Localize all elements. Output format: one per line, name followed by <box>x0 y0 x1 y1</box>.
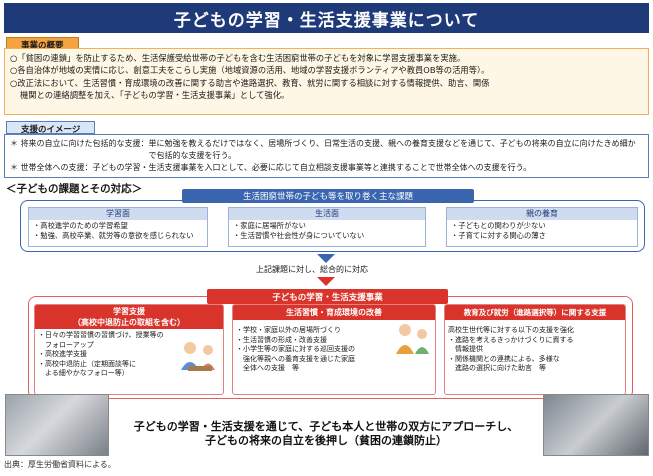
issues-heading: ＜子どもの課題とその対応＞ <box>6 183 143 195</box>
image-row-label: ＊ 世帯全体への支援： <box>10 163 93 172</box>
support-banner: 子どもの学習・生活支援事業 <box>207 289 448 304</box>
issue-item: ・生活習慣や社会性が身についていない <box>233 231 365 240</box>
overview-line: ○各自治体が地域の実情に応じ、創意工夫をこらし実施（地域資源の活用、地域の学習支… <box>10 65 490 76</box>
classroom-photo-left <box>5 394 109 456</box>
support-item: ・小学生等の家庭に対する巡回支援の <box>236 345 355 354</box>
support-item: フォローアップ <box>38 340 94 349</box>
issues-banner: 生活困窮世帯の子ども等を取り巻く主な課題 <box>182 189 474 203</box>
support-item: ・生活習慣の形成・改善支援 <box>236 335 327 344</box>
issue-column-head: 学習面 <box>29 208 207 220</box>
issue-item: ・高校進学のための学習希望 <box>33 221 128 230</box>
issue-item: ・勉強、高校卒業、就労等の意欲を感じられない <box>33 231 194 240</box>
support-item: 進路の選択に向けた助言 等 <box>448 364 546 373</box>
image-row-label: ＊ 将来の自立に向けた包括的な支援： <box>10 139 149 148</box>
study-illustration-icon <box>181 342 215 371</box>
overview-line: ○「貧困の連鎖」を防止するため、生活保護受給世帯の子どもを含む生活困窮世帯の子ど… <box>10 53 466 63</box>
arrow-down-icon <box>317 254 335 263</box>
issue-column-life: 生活面 ・家庭に居場所がない ・生活習慣や社会性が身についていない <box>228 207 426 247</box>
image-row: ＊ 世帯全体への支援： 子どもの学習・生活支援事業を入口として、必要に応じて自立… <box>10 162 643 174</box>
overview-box: ○「貧困の連鎖」を防止するため、生活保護受給世帯の子どもを含む生活困窮世帯の子ど… <box>4 48 649 115</box>
support-item: ・学校・家庭以外の居場所づくり <box>236 326 341 334</box>
support-item: 情報提供 <box>448 345 483 354</box>
support-column-study: 学習支援 （高校中退防止の取組を含む） ・日々の学習習慣の習慣づけ、授業等の フ… <box>34 304 224 395</box>
issue-item: ・子育てに対する関心の薄さ <box>451 231 546 240</box>
support-head-title: 教育及び就労（進路選択等）に関する支援 <box>463 308 607 317</box>
arrow-down-icon <box>317 277 335 286</box>
support-item: ・関係機関との連携による、多様な <box>448 354 560 363</box>
conclusion-box: 子どもの学習・生活支援を通じて、子ども本人と世帯の双方にアプローチし、 子どもの… <box>112 411 540 456</box>
image-row-text: 子どもの学習・生活支援事業を入口として、必要に応じて自立相談支援事業等と連携する… <box>92 163 532 172</box>
overview-line: 機関との連絡調整を加え、「子どもの学習・生活支援事業」として強化。 <box>20 89 290 100</box>
support-item: 強化等親への養育支援を通じた家庭 <box>236 354 355 363</box>
image-box: ＊ 将来の自立に向けた包括的な支援： 単に勉強を教えるだけではなく、居場所づくり… <box>4 134 649 178</box>
issue-column-study: 学習面 ・高校進学のための学習希望 ・勉強、高校卒業、就労等の意欲を感じられない <box>28 207 208 247</box>
support-item: 全体への支援 等 <box>236 364 299 373</box>
source-note: 出典：厚生労働省資料による。 <box>4 460 116 469</box>
overview-line: ○改正法において、生活習慣・育成環境の改善に関する助言や進路選択、教育、就労に関… <box>10 77 490 88</box>
image-row-text: 単に勉強を教えるだけではなく、居場所づくり、日常生活の支援、親への養育支援などを… <box>148 139 636 160</box>
issue-column-head: 親の養育 <box>447 208 637 220</box>
issue-item: ・家庭に居場所がない <box>233 221 306 230</box>
image-row: ＊ 将来の自立に向けた包括的な支援： 単に勉強を教えるだけではなく、居場所づくり… <box>10 138 643 162</box>
support-head-title: 生活習慣・育成環境の改善 <box>286 308 382 317</box>
support-column-head: 学習支援 （高校中退防止の取組を含む） <box>35 305 223 329</box>
issue-column-parenting: 親の養育 ・子どもとの関わりが少ない ・子育てに対する関心の薄さ <box>446 207 638 247</box>
support-column-head: 生活習慣・育成環境の改善 <box>233 305 435 320</box>
conclusion-line: 子どもの学習・生活支援を通じて、子ども本人と世帯の双方にアプローチし、 <box>133 419 519 433</box>
support-item: ・進路を考えるきっかけづくりに資する <box>448 335 574 344</box>
support-head-title: 学習支援 <box>113 307 145 316</box>
support-item: ・高校中退防止（定期面談等に <box>38 359 136 368</box>
support-head-subtitle: （高校中退防止の取組を含む） <box>73 318 185 327</box>
support-item: よる細やかなフォロー等） <box>38 369 129 378</box>
link-text: 上記課題に対し、総合的に対応 <box>256 265 368 274</box>
family-illustration-icon <box>396 324 429 354</box>
image-label: 支援のイメージ <box>6 121 96 135</box>
issue-item: ・子どもとの関わりが少ない <box>451 221 546 230</box>
support-item: ・日々の学習習慣の習慣づけ、授業等の <box>38 331 164 339</box>
issue-column-head: 生活面 <box>229 208 425 220</box>
page-title: 子どもの学習・生活支援事業について <box>4 3 649 33</box>
support-column-head: 教育及び就労（進路選択等）に関する支援 <box>445 305 625 320</box>
support-item: ・高校進学支援 <box>38 350 87 359</box>
support-item: 高校生世代等に対する以下の支援を強化 <box>448 326 574 334</box>
support-column-career: 教育及び就労（進路選択等）に関する支援 高校生世代等に対する以下の支援を強化 ・… <box>444 304 626 395</box>
classroom-photo-right <box>543 394 649 456</box>
conclusion-line: 子どもの将来の自立を後押し（貧困の連鎖防止） <box>205 433 447 447</box>
